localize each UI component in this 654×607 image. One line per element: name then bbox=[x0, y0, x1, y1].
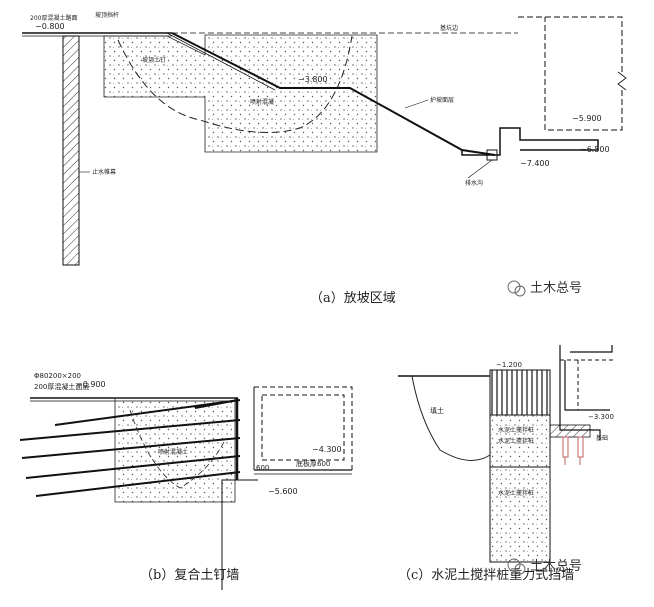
pit-bottom bbox=[461, 127, 599, 156]
c-upper-block bbox=[489, 414, 551, 468]
watermark-a: 土木总号 bbox=[507, 280, 582, 297]
diagram-c: −1.200 填土 水泥土搅拌桩 水泥土搅拌桩 水泥土搅拌桩 −3.300 基础 bbox=[398, 345, 615, 563]
c-upper-label: 水泥土搅拌桩 bbox=[498, 426, 534, 434]
c-elev-top: −1.200 bbox=[496, 361, 522, 369]
b-elev-r: −4.300 bbox=[312, 445, 342, 454]
watermark-a-text: 土木总号 bbox=[530, 281, 582, 296]
b-basement-outline bbox=[254, 386, 353, 470]
c-lower-label: 水泥土搅拌桩 bbox=[498, 489, 534, 497]
c-lower-block bbox=[489, 466, 551, 563]
caption-c: （c）水泥土搅拌桩重力式挡墙 bbox=[398, 567, 574, 583]
a-mid-elev: −3.800 bbox=[298, 75, 328, 84]
a-elev-r1: −5.900 bbox=[572, 114, 602, 123]
a-slope-label: 坡顶土钉 bbox=[142, 56, 166, 64]
a-right-top-label: 基坑边 bbox=[440, 24, 458, 32]
b-elev-bot: −5.600 bbox=[268, 487, 298, 496]
wechat-icon bbox=[507, 558, 521, 572]
a-elev-left: −0.800 bbox=[35, 22, 65, 31]
a-top-left-label: 200厚混凝土路面 bbox=[30, 14, 77, 22]
reinforced-soil-body bbox=[103, 34, 378, 153]
watermark-b: 土木总号 bbox=[507, 558, 582, 575]
a-drain-label: 排水沟 bbox=[465, 179, 483, 187]
basement-outline bbox=[518, 16, 623, 131]
caption-b: （b）复合土钉墙 bbox=[140, 568, 239, 583]
a-mid-label: 喷射混凝 bbox=[250, 98, 274, 106]
c-soil-region bbox=[411, 375, 491, 461]
c-upper-label2: 水泥土搅拌桩 bbox=[498, 437, 534, 445]
a-top-mid-label: 坡顶挡杆 bbox=[95, 11, 119, 19]
c-elev-r: −3.300 bbox=[588, 413, 614, 421]
diagram-a: 200厚混凝土路面 −0.800 坡顶挡杆 坡顶土钉 −3.800 喷射混凝 护… bbox=[22, 11, 627, 266]
b-mid-label: 喷射混凝土 bbox=[158, 448, 188, 456]
soil-nails bbox=[19, 399, 241, 497]
water-stop-pile bbox=[62, 35, 80, 266]
slope-surface bbox=[171, 32, 496, 156]
c-soil-label: 填土 bbox=[430, 406, 444, 415]
a-elev-r2: −6.500 bbox=[580, 145, 610, 154]
slip-surface bbox=[117, 35, 353, 133]
a-pile-label: 止水帷幕 bbox=[92, 168, 116, 176]
a-elev-r3: −7.400 bbox=[520, 159, 550, 168]
c-upper-piles bbox=[489, 369, 551, 416]
a-protect-label: 护坡面层 bbox=[430, 96, 454, 104]
b-spec1: Φ80200×200 bbox=[34, 372, 81, 380]
b-elev-top: −0.900 bbox=[76, 380, 106, 389]
watermark-b-text: 土木总号 bbox=[530, 559, 582, 574]
b-bottom-label: 底板厚600 bbox=[296, 459, 330, 468]
c-anchors bbox=[562, 436, 584, 465]
b-spec2: 200厚混凝土面层 bbox=[34, 382, 89, 391]
c-base-slab bbox=[549, 424, 591, 438]
b-slip-surface bbox=[129, 409, 226, 489]
b-left-600: 600 bbox=[256, 464, 269, 472]
wechat-icon bbox=[507, 280, 521, 294]
c-side-label: 基础 bbox=[596, 434, 608, 442]
caption-a: （a）放坡区域 bbox=[310, 291, 396, 306]
diagram-b: Φ80200×200 200厚混凝土面层 −0.900 喷射混凝土 −4.300… bbox=[19, 372, 353, 590]
